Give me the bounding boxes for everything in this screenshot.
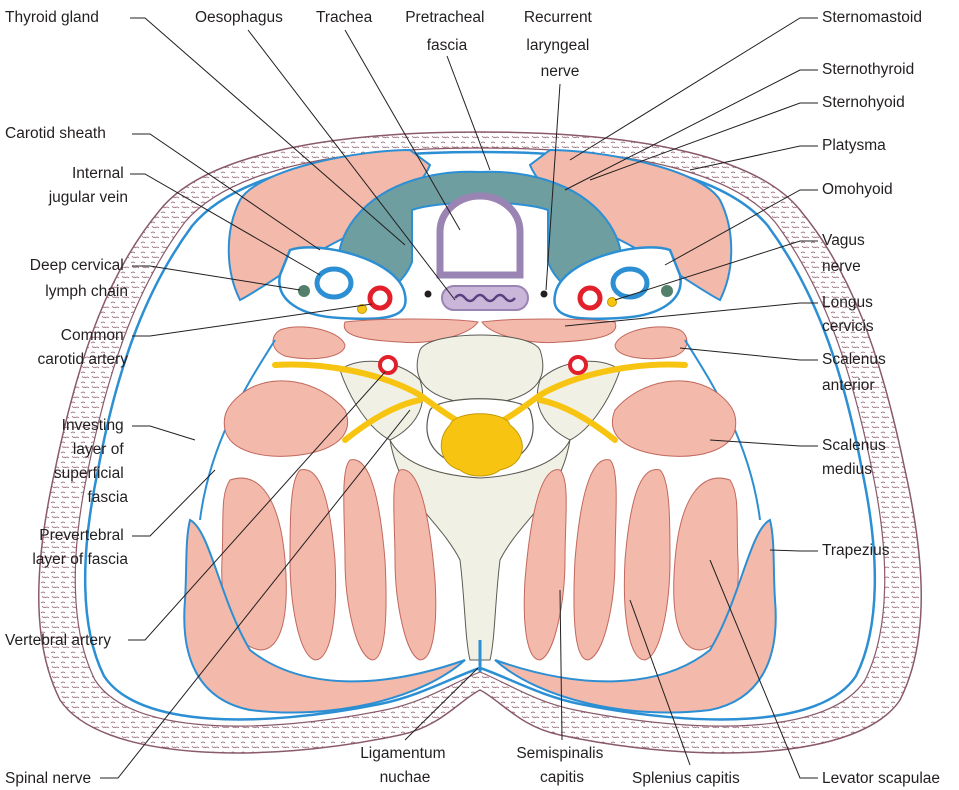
label-levator-scapulae: Levator scapulae — [822, 770, 940, 787]
label-sternothyroid: Sternothyroid — [822, 61, 914, 78]
lymph-node-right — [661, 285, 673, 297]
label-ligamentum-nuchae: Ligamentum nuchae — [360, 745, 450, 786]
label-pretracheal-fascia: Pretracheal fascia — [405, 9, 489, 54]
label-sternomastoid: Sternomastoid — [822, 9, 922, 26]
label-semispinalis-capitis: Semispinalis capitis — [516, 745, 607, 786]
vertebral-body — [417, 335, 543, 405]
label-oesophagus: Oesophagus — [195, 9, 283, 26]
label-omohyoid: Omohyoid — [822, 181, 893, 198]
label-trachea: Trachea — [316, 9, 373, 26]
label-recurrent-laryngeal-nerve: Recurrent laryngeal nerve — [524, 9, 596, 80]
recurrent-laryngeal-nerve-right — [541, 291, 548, 298]
lymph-node-left — [298, 285, 310, 297]
label-spinal-nerve: Spinal nerve — [5, 770, 91, 787]
common-carotid-artery-left — [370, 288, 390, 308]
recurrent-laryngeal-nerve-left — [425, 291, 432, 298]
internal-jugular-vein-right — [613, 269, 647, 297]
vertebral-artery-right — [570, 357, 586, 373]
vagus-nerve-right — [608, 298, 617, 307]
vertebral-artery-left — [380, 357, 396, 373]
label-sternohyoid: Sternohyoid — [822, 94, 905, 111]
label-internal-jugular-vein: Internal jugular vein — [48, 165, 128, 206]
label-trapezius: Trapezius — [822, 542, 890, 559]
label-carotid-sheath: Carotid sheath — [5, 125, 106, 142]
trachea-cartilage — [440, 196, 520, 275]
internal-jugular-vein-left — [317, 269, 351, 297]
label-vertebral-artery: Vertebral artery — [5, 632, 111, 649]
label-splenius-capitis: Splenius capitis — [632, 770, 740, 787]
label-thyroid-gland: Thyroid gland — [5, 9, 99, 26]
label-deep-cervical-lymph-chain: Deep cervical lymph chain — [30, 257, 128, 300]
label-platysma: Platysma — [822, 137, 886, 154]
common-carotid-artery-right — [580, 288, 600, 308]
